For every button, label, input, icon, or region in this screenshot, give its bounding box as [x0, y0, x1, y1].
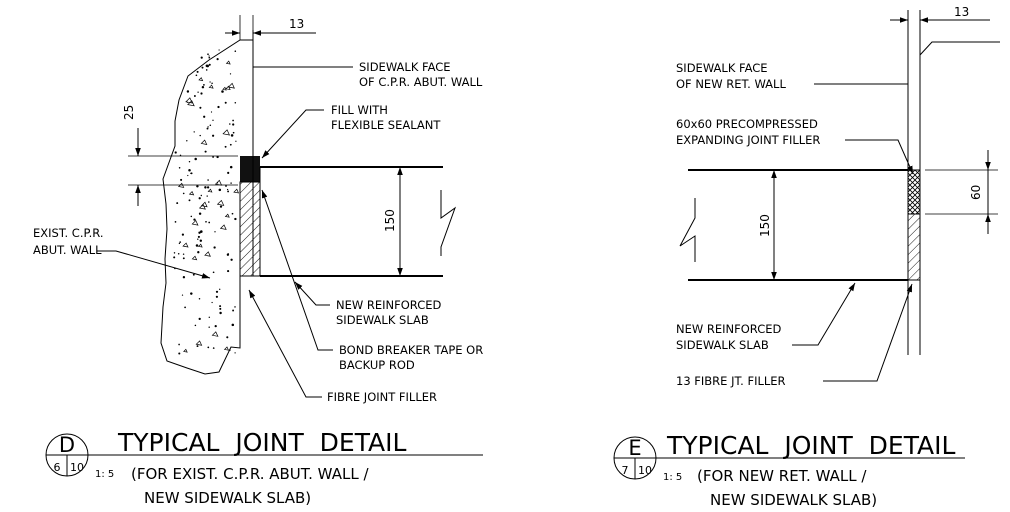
- note-fibre-filler: FIBRE JOINT FILLER: [327, 390, 437, 404]
- flexible-sealant: [240, 156, 260, 182]
- note-sidewalk-face: SIDEWALK FACE OF C.P.R. ABUT. WALL: [359, 60, 483, 89]
- note-sidewalk-face-e: SIDEWALK FACE OF NEW RET. WALL: [676, 61, 786, 91]
- note-precompressed-filler: 60x60 PRECOMPRESSED EXPANDING JOINT FILL…: [676, 117, 822, 147]
- subtitle-d-line1: (FOR EXIST. C.P.R. ABUT. WALL /: [131, 465, 369, 483]
- title-d: TYPICAL JOINT DETAIL: [117, 428, 407, 457]
- subtitle-d-line2: NEW SIDEWALK SLAB): [144, 489, 311, 507]
- subtitle-e-line2: NEW SIDEWALK SLAB): [710, 491, 877, 509]
- dim-60-label-e: 60: [969, 185, 983, 200]
- dim-13-label: 13: [289, 17, 304, 31]
- slab-break-line: [440, 190, 457, 256]
- detail-d: 13 25 150 SIDEWALK FACE OF C.P.R. ABUT. …: [33, 15, 487, 507]
- fibre-joint-filler: [239, 181, 261, 277]
- note-new-slab: NEW REINFORCED SIDEWALK SLAB: [336, 298, 445, 327]
- bubble-sheet-e: 7: [622, 464, 629, 477]
- title-e: TYPICAL JOINT DETAIL: [666, 431, 956, 460]
- slab-break-line-e: [679, 198, 696, 262]
- scale-d: 1: 5: [95, 469, 114, 480]
- bubble-ref-e: 10: [638, 464, 652, 477]
- detail-d-title-block: D 6 10 TYPICAL JOINT DETAIL 1: 5 (FOR EX…: [45, 428, 483, 507]
- bubble-letter-d: D: [59, 433, 75, 457]
- dim-150-label: 150: [383, 209, 397, 232]
- dim-150-label-e: 150: [758, 214, 772, 237]
- precompressed-filler: [907, 169, 921, 215]
- subtitle-e-line1: (FOR NEW RET. WALL /: [697, 467, 867, 485]
- bubble-ref-d: 10: [70, 461, 84, 474]
- concrete-stipple: [173, 49, 240, 355]
- bubble-sheet-d: 6: [54, 461, 61, 474]
- existing-abutment-wall: [160, 39, 254, 375]
- note-new-slab-e: NEW REINFORCED SIDEWALK SLAB: [676, 322, 785, 352]
- bubble-letter-e: E: [628, 436, 641, 460]
- dim-13-label-e: 13: [954, 5, 969, 19]
- note-flexible-sealant: FILL WITH FLEXIBLE SEALANT: [331, 103, 441, 132]
- fibre-jt-filler: [907, 213, 921, 281]
- dim-25-label: 25: [122, 105, 136, 120]
- note-existing-wall: EXIST. C.P.R. ABUT. WALL: [33, 226, 107, 257]
- detail-e-title-block: E 7 10 TYPICAL JOINT DETAIL 1: 5 (FOR NE…: [613, 431, 965, 509]
- note-fibre-filler-e: 13 FIBRE JT. FILLER: [676, 374, 786, 388]
- note-bond-breaker: BOND BREAKER TAPE OR BACKUP ROD: [339, 343, 487, 372]
- detail-e: 13 150 60 SIDEWALK FACE OF NEW RET. WALL…: [613, 5, 1000, 509]
- scale-e: 1: 5: [663, 472, 682, 483]
